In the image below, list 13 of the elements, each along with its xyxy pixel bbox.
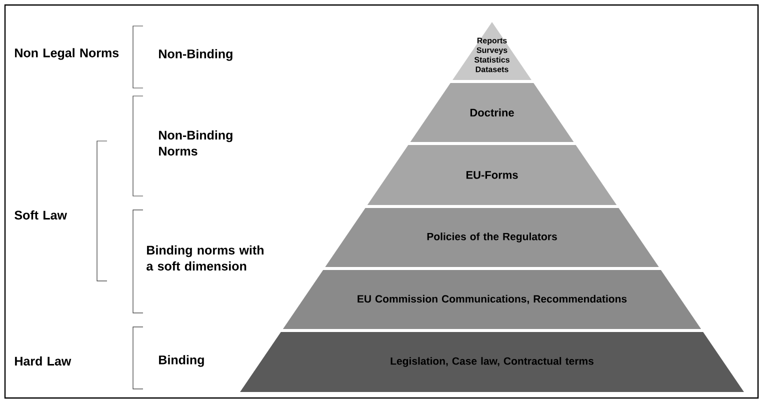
pyramid-layer: Policies of the Regulators: [325, 208, 659, 267]
level-label: Non-Binding: [159, 49, 232, 61]
level-label: Binding norms with a soft dimension: [146, 245, 264, 271]
level-label: Hard Law: [15, 356, 72, 366]
pyramid-layer: Doctrine: [410, 82, 574, 142]
level-label: Non-Binding Norms: [159, 130, 232, 156]
level-label: Binding: [159, 355, 204, 367]
pyramid-layer: Legislation, Case law, Contractual terms: [240, 332, 744, 392]
pyramid-layer: EU Commission Communications, Recommendations: [282, 270, 702, 329]
level-label: Soft Law: [14, 210, 67, 220]
pyramid-apex: Reports Surveys Statistics Datasets: [452, 22, 532, 80]
level-label: Non Legal Norms: [15, 48, 119, 60]
pyramid-layer: EU-Forms: [367, 144, 617, 205]
